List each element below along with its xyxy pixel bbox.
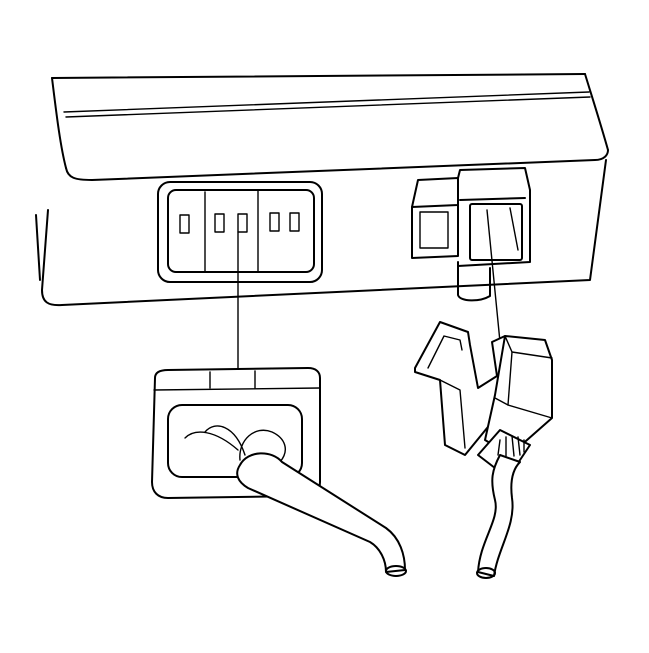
connection-leader-lines — [237, 209, 501, 373]
module-housing — [35, 73, 609, 307]
jack-leader-line — [486, 209, 501, 343]
flat-cable — [476, 454, 521, 579]
multi-pin-socket — [157, 181, 323, 283]
modular-jack — [411, 167, 531, 302]
modular-plug — [414, 321, 553, 479]
round-cable — [236, 452, 407, 577]
